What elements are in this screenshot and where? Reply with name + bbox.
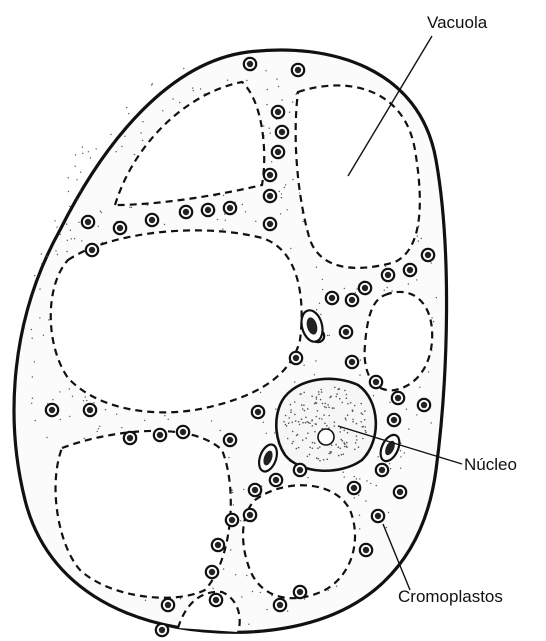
chromoplast bbox=[84, 404, 96, 416]
chromoplast bbox=[290, 352, 302, 364]
chromoplast bbox=[272, 106, 284, 118]
chromoplast bbox=[162, 599, 174, 611]
chromoplast bbox=[124, 432, 136, 444]
chromoplast bbox=[156, 624, 168, 636]
chromoplast bbox=[294, 464, 306, 476]
chromoplast bbox=[202, 204, 214, 216]
chromoplast bbox=[226, 514, 238, 526]
nucleolus bbox=[318, 429, 334, 445]
chromoplast bbox=[270, 474, 282, 486]
chromoplast bbox=[418, 399, 430, 411]
chromoplast bbox=[394, 486, 406, 498]
vacuole-label: Vacuola bbox=[427, 13, 488, 32]
nucleus-label: Núcleo bbox=[464, 455, 517, 474]
chromoplast bbox=[372, 510, 384, 522]
chromoplast bbox=[264, 190, 276, 202]
chromoplast bbox=[272, 146, 284, 158]
chromoplast bbox=[388, 414, 400, 426]
chromoplast bbox=[376, 464, 388, 476]
chromoplast bbox=[382, 269, 394, 281]
chromoplast bbox=[264, 218, 276, 230]
chromoplast bbox=[224, 434, 236, 446]
vacuole-large-left bbox=[51, 230, 302, 412]
chromoplast bbox=[252, 406, 264, 418]
chromoplast bbox=[392, 392, 404, 404]
chromoplast bbox=[264, 169, 276, 181]
chromoplast bbox=[177, 426, 189, 438]
chromoplast bbox=[244, 509, 256, 521]
chromoplast bbox=[274, 599, 286, 611]
chromoplast bbox=[370, 376, 382, 388]
chromoplast bbox=[180, 206, 192, 218]
chromoplast bbox=[340, 326, 352, 338]
chromoplast bbox=[82, 216, 94, 228]
vacuole-bottom-middle bbox=[243, 485, 355, 598]
chromoplast bbox=[346, 356, 358, 368]
chromoplast bbox=[244, 58, 256, 70]
chromoplast bbox=[86, 244, 98, 256]
chromoplast bbox=[360, 544, 372, 556]
chromoplast bbox=[146, 214, 158, 226]
chromoplast bbox=[326, 292, 338, 304]
chromoplast bbox=[154, 429, 166, 441]
chromoplast bbox=[210, 594, 222, 606]
chromoplast bbox=[212, 539, 224, 551]
chromoplast bbox=[359, 282, 371, 294]
chromoplast bbox=[249, 484, 261, 496]
chromoplast bbox=[346, 294, 358, 306]
nucleus bbox=[276, 379, 376, 471]
chromoplast bbox=[292, 64, 304, 76]
chromoplast bbox=[114, 222, 126, 234]
chromoplast bbox=[276, 126, 288, 138]
chromoplasts-label: Cromoplastos bbox=[398, 587, 503, 606]
chromoplast bbox=[348, 482, 360, 494]
chromoplast bbox=[294, 586, 306, 598]
chromoplast bbox=[206, 566, 218, 578]
chromoplast bbox=[46, 404, 58, 416]
chromoplast bbox=[224, 202, 236, 214]
chromoplast bbox=[404, 264, 416, 276]
chromoplast bbox=[422, 249, 434, 261]
nucleus-envelope bbox=[276, 379, 376, 471]
